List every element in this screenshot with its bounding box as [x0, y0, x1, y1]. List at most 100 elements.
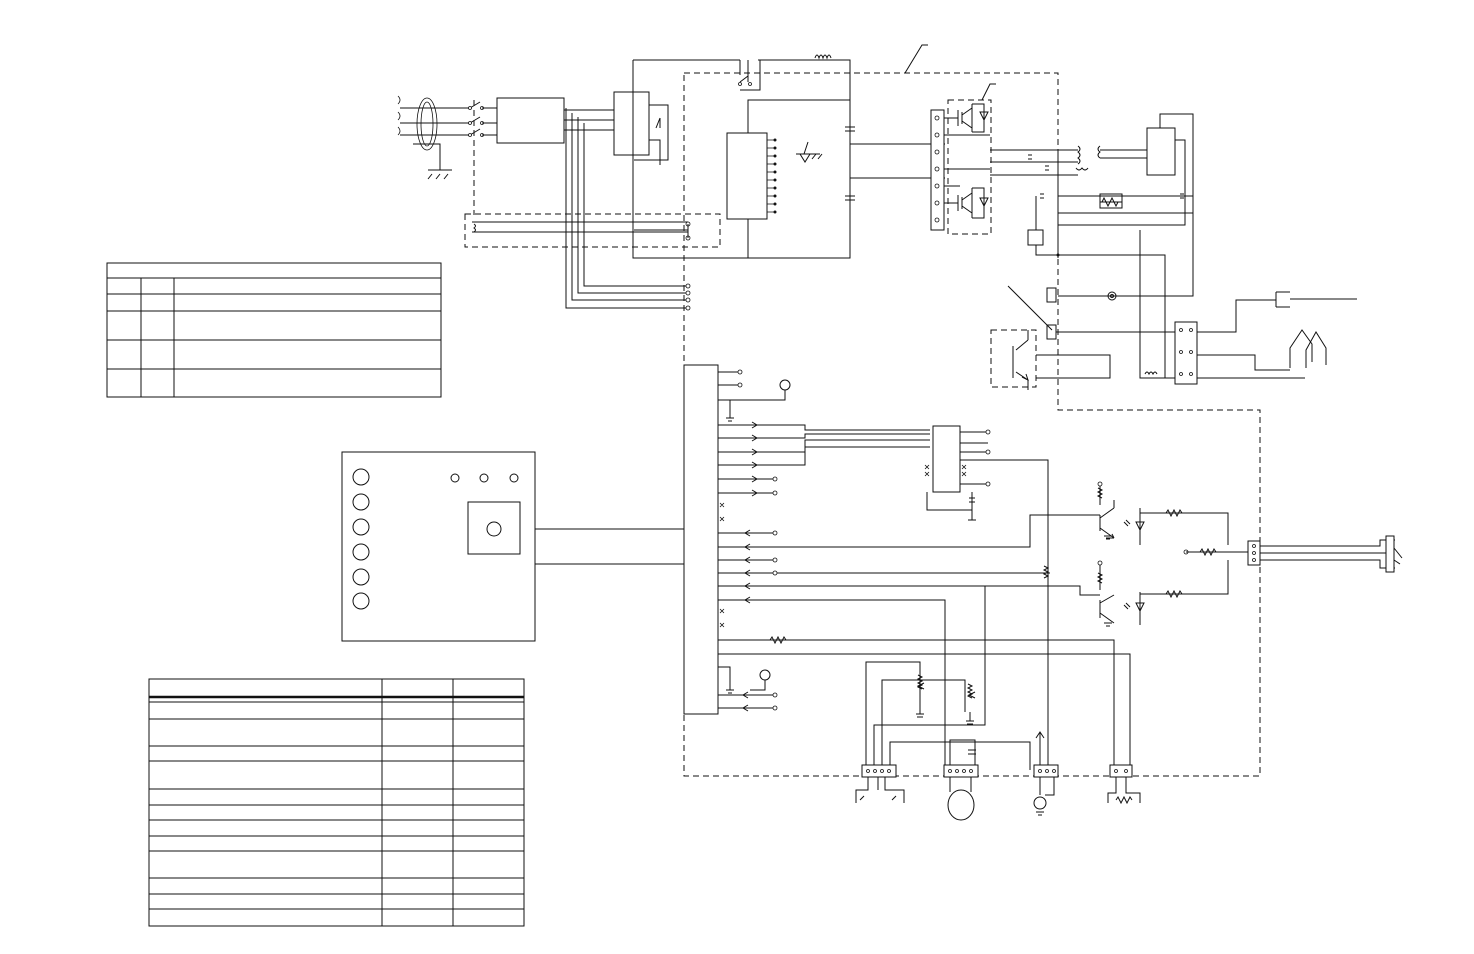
power-switch [468, 100, 484, 215]
lower-freewheel-diode [972, 187, 989, 219]
fan-terminal-wires [634, 224, 689, 238]
connector-d-thermistor [1107, 777, 1141, 805]
emi-filter-block [496, 97, 565, 144]
output-cable-wires [1197, 299, 1305, 379]
connector-b-wires [949, 739, 976, 765]
power-board [726, 99, 945, 259]
opto2-led [1135, 592, 1145, 625]
sensor-ground [1036, 811, 1044, 816]
transformer-to-rectifier-wires [1100, 149, 1147, 159]
front-panel-button-5 [352, 568, 370, 586]
output-choke [1144, 371, 1158, 376]
ground-symbol [427, 169, 452, 180]
opto1-led [1135, 508, 1145, 545]
enclosure-leader-line [904, 44, 928, 74]
pot-2-ground [966, 712, 974, 725]
logic-ic-outputs [960, 431, 988, 485]
connector-d [1109, 764, 1133, 778]
opto1-pullup [1096, 484, 1104, 505]
main-enclosure-outline [683, 72, 1261, 777]
opto1-series-resistor [1140, 508, 1229, 545]
opto2-light-arrows [1123, 602, 1131, 610]
upper-freewheel-diode [972, 103, 989, 133]
control-wire-bundle [565, 108, 688, 309]
gas-valve-module [990, 329, 1037, 388]
current-transformer-ring-inner [420, 101, 434, 147]
opto1-ground [1104, 535, 1114, 540]
igbt-leader-line [981, 83, 996, 101]
front-panel-button-2 [352, 493, 370, 511]
current-transformer-ring [416, 97, 438, 151]
logic-ic-block [932, 425, 961, 493]
unused-pin-marks [719, 502, 725, 628]
fan-wires [472, 221, 688, 233]
lower-table [148, 678, 525, 927]
lower-table-border [148, 678, 525, 927]
connector-a [861, 764, 897, 778]
lower-igbt-symbol [944, 188, 973, 218]
control-ground-top [718, 390, 786, 422]
torch-symbol [1289, 329, 1327, 368]
opto2-series-resistor [1140, 560, 1229, 599]
output-vertical-wires [1035, 150, 1059, 258]
front-panel-button-1 [352, 468, 370, 486]
control-signal-top [718, 371, 740, 386]
fan-module-outline [464, 213, 721, 248]
control-ground-bottom [718, 666, 734, 694]
bottom-connectors [855, 731, 1141, 821]
bus-capacitor-1 [845, 126, 855, 132]
front-panel-button-3 [352, 518, 370, 536]
potentiometers [865, 586, 1031, 770]
ground-wire [413, 143, 441, 170]
logic-ic-unused [924, 464, 967, 477]
control-board [683, 364, 1131, 770]
opto1-transistor [1099, 500, 1115, 539]
pot-wiring [873, 586, 1031, 770]
logic-ic-ground [926, 492, 976, 521]
power-ic-pins [767, 138, 777, 214]
control-output-arrows [718, 421, 930, 497]
switch-to-filter-wires [482, 107, 497, 136]
front-panel-button-4 [352, 543, 370, 561]
output-connector [1174, 321, 1198, 385]
igbt-midpoint-wires [944, 134, 990, 187]
logic-ic [924, 425, 1050, 770]
opto1-light-arrows [1123, 519, 1131, 527]
control-input-resistor [769, 635, 787, 645]
test-point-bottom-wire [750, 680, 766, 691]
control-input-arrows [718, 514, 1131, 770]
output-inductor-small [1075, 167, 1089, 171]
hall-sensor-box [1027, 229, 1044, 246]
output-transformer-secondary [1097, 145, 1101, 159]
opto2-transistor [1099, 594, 1115, 624]
rectifier-block [613, 91, 650, 156]
sensor-symbol [1033, 796, 1047, 810]
pot-2-wiper [967, 691, 976, 699]
front-panel-led-1 [450, 473, 460, 483]
front-panel-led-2 [479, 473, 489, 483]
optocouplers [1096, 481, 1403, 627]
remote-plug-pins [1393, 547, 1403, 565]
front-panel-display [467, 501, 521, 555]
gas-valve-transistor [1012, 330, 1029, 390]
remote-plug [1385, 535, 1395, 573]
positive-output-bus [1058, 113, 1194, 297]
front-panel-knob [486, 521, 502, 537]
control-signal-bottom [718, 691, 775, 712]
front-panel [341, 451, 684, 642]
sensor-wire [1035, 245, 1166, 378]
motor-leads [949, 777, 972, 792]
front-panel-ribbon-cable [535, 528, 684, 565]
shunt-leader [1007, 285, 1053, 331]
logic-ic-long-wire [960, 459, 1049, 770]
upper-table-rows [107, 277, 441, 370]
connector-c-wires [1039, 777, 1055, 796]
thermal-switch [739, 60, 749, 83]
bus-to-igbt-wires [850, 143, 945, 179]
front-panel-outline [341, 451, 536, 642]
power-board-ground [796, 141, 823, 163]
front-panel-button-6 [352, 592, 370, 610]
control-board-connector [683, 364, 719, 715]
pot-1-wiper [916, 682, 925, 690]
